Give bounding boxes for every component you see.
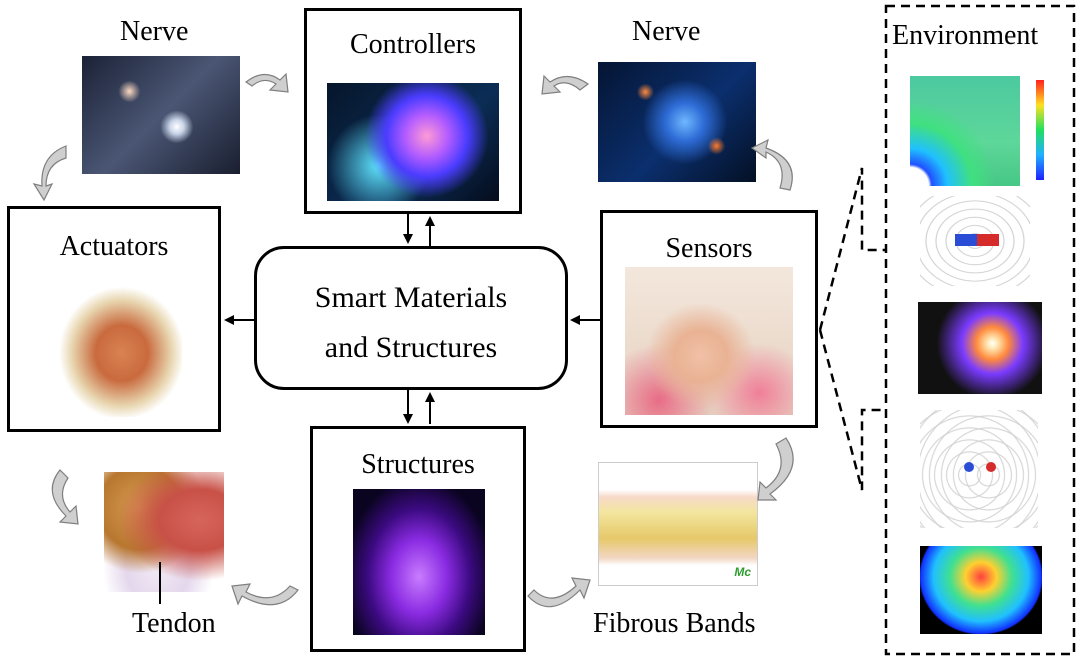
mc-logo: Mc (734, 565, 751, 579)
curly-arrow-sensors-to-fibrous (757, 437, 794, 501)
brain-image (327, 83, 499, 201)
environment-dashed-box (884, 4, 1076, 656)
controllers-box: Controllers (304, 8, 522, 214)
hand-xray-image (353, 489, 485, 635)
curly-arrow-structures-to-fibrous (527, 577, 591, 608)
structures-title: Structures (361, 449, 475, 480)
sensors-box: Sensors (600, 210, 818, 428)
fibrous-bands-image: Mc (598, 462, 758, 586)
curly-arrow-nerve-left-to-controllers (244, 72, 289, 93)
structures-box: Structures (310, 426, 526, 652)
environment-title: Environment (892, 20, 1039, 51)
bar-magnet (955, 234, 999, 246)
center-title-line1: Smart Materials (314, 281, 508, 314)
sensors-title: Sensors (665, 233, 753, 264)
curly-arrow-sensors-to-nerve-right (750, 138, 793, 191)
controllers-title: Controllers (350, 29, 476, 60)
light-burst-image (918, 302, 1042, 394)
nerve-left-label: Nerve (120, 16, 189, 47)
fingers-on-petals-image (625, 267, 793, 415)
smart-materials-center-box: Smart Materials and Structures (254, 246, 568, 390)
nerve-right-label: Nerve (632, 16, 701, 47)
actuators-box: Actuators (7, 206, 221, 432)
actuators-title: Actuators (59, 231, 169, 262)
center-title-line2: and Structures (324, 331, 498, 364)
tendon-label: Tendon (132, 608, 216, 639)
fibrous-bands-label: Fibrous Bands (593, 608, 756, 639)
dipole-charge-negative (964, 462, 974, 472)
thermal-field-plot (920, 546, 1042, 634)
dipole-field-image (920, 410, 1038, 528)
curly-arrow-nerve-right-to-controllers (541, 74, 590, 95)
environment-bracket-upper (818, 167, 886, 331)
curly-arrow-structures-to-tendon (231, 583, 299, 606)
stress-field-plot (910, 76, 1020, 186)
hand-anatomy-image (48, 275, 182, 417)
curly-arrow-actuators-to-tendon (51, 469, 79, 525)
environment-bracket-lower (818, 329, 886, 491)
tendon-image (104, 472, 224, 592)
dipole-charge-positive (986, 462, 996, 472)
nerve-right-image (598, 62, 756, 182)
curly-arrow-nerve-left-to-actuators (32, 145, 67, 202)
stress-colorbar (1036, 80, 1044, 180)
nerve-left-image (82, 56, 240, 174)
